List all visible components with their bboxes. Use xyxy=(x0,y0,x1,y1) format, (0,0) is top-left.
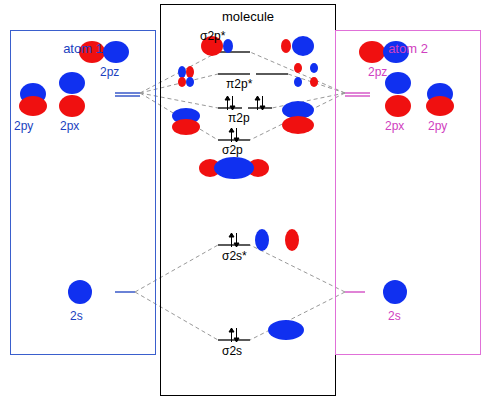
orbital-label: 2py xyxy=(428,120,447,133)
mo-label: σ2p* xyxy=(200,30,225,43)
panel-box: atom 1 xyxy=(10,30,156,355)
mo-label: σ2p xyxy=(222,144,243,157)
orbital-label: 2s xyxy=(388,310,401,323)
molecular-orbitals xyxy=(172,36,318,340)
orbital-label: 2px xyxy=(385,120,404,133)
mo-label: π2p xyxy=(228,112,250,125)
orbital-label: 2py xyxy=(14,120,33,133)
panel-heading: atom 2 xyxy=(336,41,480,56)
panel-box: atom 2 xyxy=(335,30,481,355)
electron-pairs xyxy=(225,96,265,342)
orbital-label: 2s xyxy=(70,310,83,323)
mo-label: π2p* xyxy=(226,78,252,91)
energy-levels xyxy=(115,52,370,340)
correlation-lines xyxy=(135,52,345,340)
panel-heading: atom 1 xyxy=(11,41,155,56)
orbital-label: 2pz xyxy=(368,66,387,79)
orbital-label: 2px xyxy=(60,120,79,133)
mo-label: σ2s* xyxy=(222,250,247,263)
atomic-orbitals xyxy=(19,41,454,304)
orbital-label: 2pz xyxy=(100,66,119,79)
panel-box: molecule xyxy=(160,4,336,396)
mo-label: σ2s xyxy=(222,345,242,358)
panel-heading: molecule xyxy=(161,9,335,24)
